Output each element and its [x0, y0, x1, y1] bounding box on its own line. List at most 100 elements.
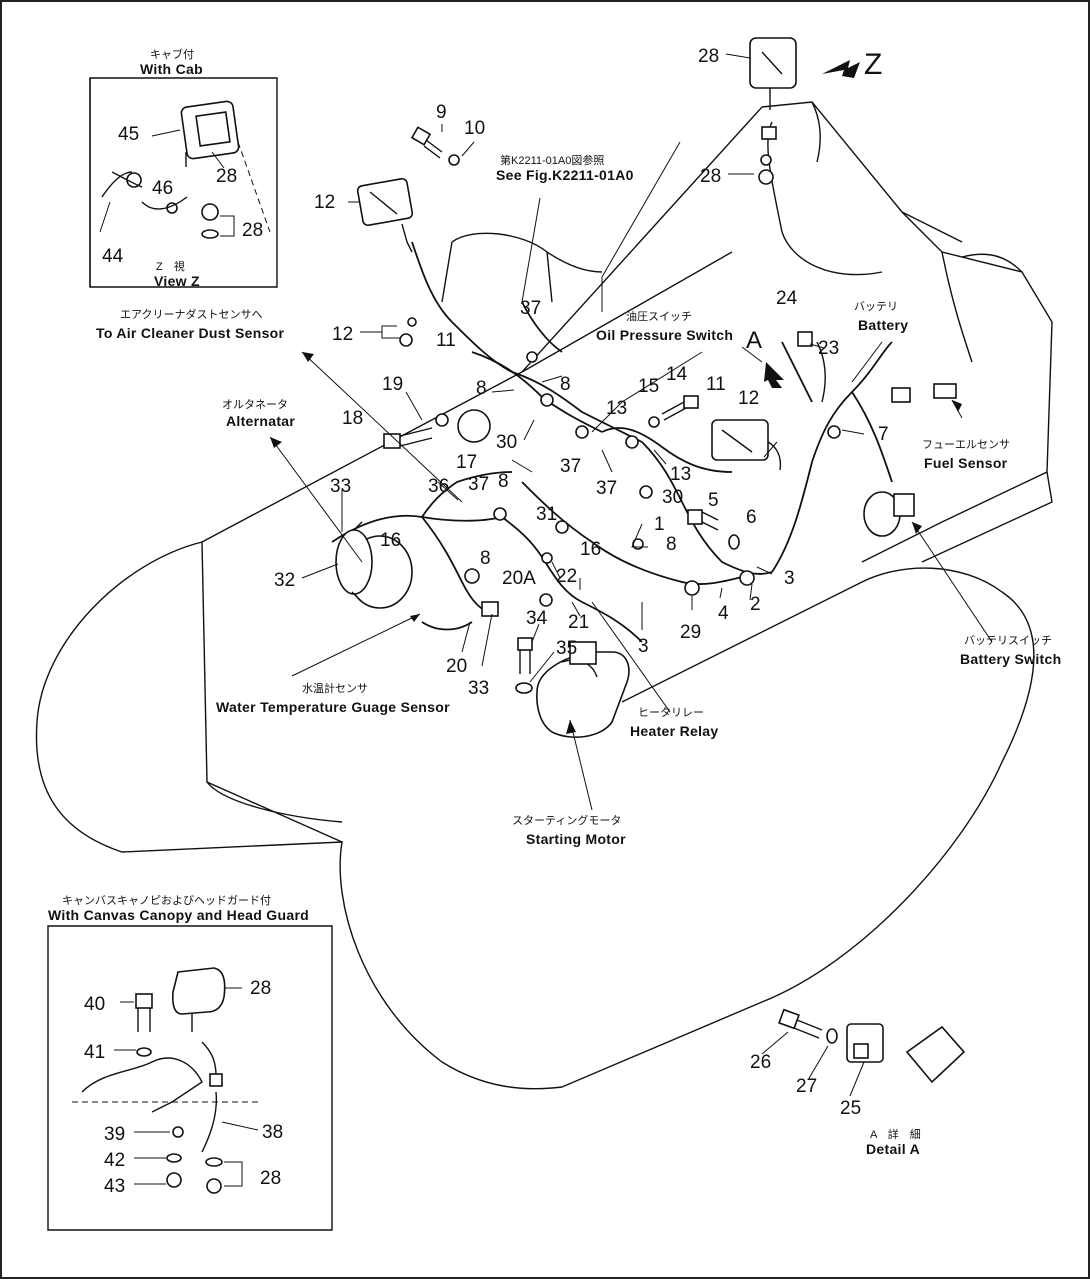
- washer-15: [648, 416, 660, 428]
- part-number: 41: [84, 1042, 105, 1063]
- alternator-en: Alternatar: [226, 413, 295, 429]
- part-number: 37: [520, 298, 541, 319]
- bolt-14: [661, 395, 699, 421]
- inset-cab-title-jp: キャブ付: [150, 47, 194, 61]
- washer-41: [136, 1047, 152, 1057]
- part-number: 20: [446, 656, 467, 677]
- part-number: 28: [260, 1168, 281, 1189]
- part-number: 8: [560, 374, 571, 395]
- battery-switch-jp: バッテリスイッチ: [964, 634, 1052, 647]
- part-number: 46: [152, 178, 173, 199]
- inset-canopy-title-en: With Canvas Canopy and Head Guard: [48, 907, 309, 923]
- part-number: 33: [330, 476, 351, 497]
- part-number: 12: [332, 324, 353, 345]
- heater-relay-en: Heater Relay: [630, 723, 718, 739]
- alternator: [335, 521, 413, 609]
- battery-en: Battery: [858, 317, 908, 333]
- part-number: 39: [104, 1124, 125, 1145]
- water-temp-en: Water Temperature Guage Sensor: [216, 699, 450, 715]
- washer-42: [166, 1153, 182, 1163]
- part-number: 40: [84, 994, 105, 1015]
- nut-28: [201, 203, 219, 221]
- part-number: 31: [536, 504, 557, 525]
- part-number: 8: [476, 378, 487, 399]
- part-number: 11: [436, 330, 456, 351]
- inset-canopy: [47, 925, 333, 1231]
- machine-body-outline: [35, 101, 1053, 1090]
- part-number: 1: [654, 514, 665, 535]
- water-temp-jp: 水温計センサ: [302, 681, 368, 695]
- part-number: 44: [102, 246, 124, 267]
- part-number: 12: [314, 192, 335, 213]
- work-lamp-28: [749, 37, 797, 185]
- starting-motor-en: Starting Motor: [526, 831, 626, 847]
- part-number: 33: [468, 678, 489, 699]
- part-number: 18: [342, 408, 363, 429]
- washer-10: [448, 154, 460, 166]
- bolt-5: [687, 509, 719, 531]
- air-cleaner-jp: エアクリーナダストセンサへ: [120, 307, 262, 321]
- part-number: 20A: [502, 568, 536, 589]
- detail-a-arrow: [764, 362, 784, 388]
- part-number: 15: [638, 376, 659, 397]
- part-number: 26: [750, 1052, 771, 1073]
- part-number: 4: [718, 603, 729, 624]
- part-number: 9: [436, 102, 447, 123]
- battery-jp: バッテリ: [854, 300, 898, 313]
- nut-28-canopy: [206, 1178, 222, 1194]
- part-number: 27: [796, 1076, 817, 1097]
- bolt-34: [517, 637, 533, 674]
- part-numbers: 1 2 3 3 4 5 6 7 8 8 8 8 8 9 10 11 11 12 …: [84, 46, 889, 1197]
- nut-43: [166, 1172, 182, 1188]
- part-number: 37: [468, 474, 489, 495]
- part-number: 12: [738, 388, 759, 409]
- air-cleaner-en: To Air Cleaner Dust Sensor: [96, 325, 285, 341]
- view-z-en: View Z: [154, 273, 200, 289]
- view-z-jp: Z 視: [156, 259, 185, 273]
- part-number: 28: [242, 220, 263, 241]
- part-number: 16: [380, 530, 401, 551]
- washer-28: [201, 229, 219, 239]
- cover-17: [457, 409, 491, 443]
- part-number: 37: [560, 456, 581, 477]
- text-labels: キャブ付 With Cab Z 視 View Z キャンバスキャノピおよびヘッド…: [48, 47, 1061, 1157]
- oil-pressure-en: Oil Pressure Switch: [596, 327, 733, 343]
- part-number: 24: [776, 288, 798, 309]
- part-number: 42: [104, 1150, 125, 1171]
- part-number: 11: [706, 374, 726, 395]
- cab-lamp: [180, 100, 240, 167]
- part-number: 8: [480, 548, 491, 569]
- washer-19: [435, 413, 449, 427]
- part-number: 25: [840, 1098, 861, 1119]
- part-number: 8: [666, 534, 677, 555]
- see-fig-en: See Fig.K2211-01A0: [496, 167, 634, 183]
- view-z-marker: Z: [864, 48, 882, 81]
- detail-a-marker: A: [746, 327, 762, 354]
- part-number: 10: [464, 118, 485, 139]
- see-fig-jp: 第K2211-01A0図参照: [500, 153, 604, 167]
- battery-switch: [863, 491, 915, 537]
- part-number: 17: [456, 452, 477, 473]
- part-number: 37: [596, 478, 617, 499]
- work-lamp-12: [356, 177, 414, 253]
- starting-motor: [536, 651, 630, 738]
- inset-with-cab: [89, 77, 278, 288]
- view-z-arrow: [822, 60, 860, 78]
- detail-a-parts: [778, 1008, 966, 1084]
- part-number: 30: [496, 432, 517, 453]
- bolt-9: [410, 126, 443, 159]
- part-number: 34: [526, 608, 548, 629]
- battery-switch-en: Battery Switch: [960, 651, 1061, 667]
- part-number: 43: [104, 1176, 125, 1197]
- heater-relay-jp: ヒータリレー: [638, 706, 704, 719]
- heater-relay: [569, 641, 597, 665]
- alternator-jp: オルタネータ: [222, 398, 288, 411]
- leader-arrowheads: [270, 352, 962, 734]
- part-number: 6: [746, 507, 757, 528]
- part-number: 3: [784, 568, 795, 589]
- part-number: 13: [606, 398, 627, 419]
- work-lamp-12-b: [711, 419, 782, 471]
- components: [335, 37, 966, 1084]
